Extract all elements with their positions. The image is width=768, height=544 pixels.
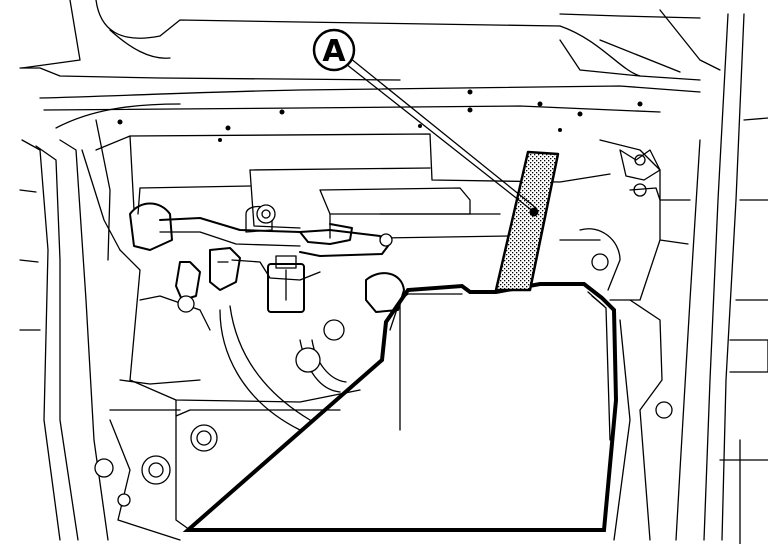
callout-a: A [312,28,537,213]
cutaway-outline [182,282,619,532]
left-pillar [19,119,121,541]
upper-frame [19,0,721,129]
right-pillar [675,13,768,544]
fastener-dots [117,89,643,142]
wiring-harness [129,149,673,431]
highlighted-part-a [494,150,560,292]
seat-frame-panel [95,133,691,541]
callout-label: A [322,34,346,69]
callout-circle [312,28,356,72]
lower-plate [94,399,341,531]
